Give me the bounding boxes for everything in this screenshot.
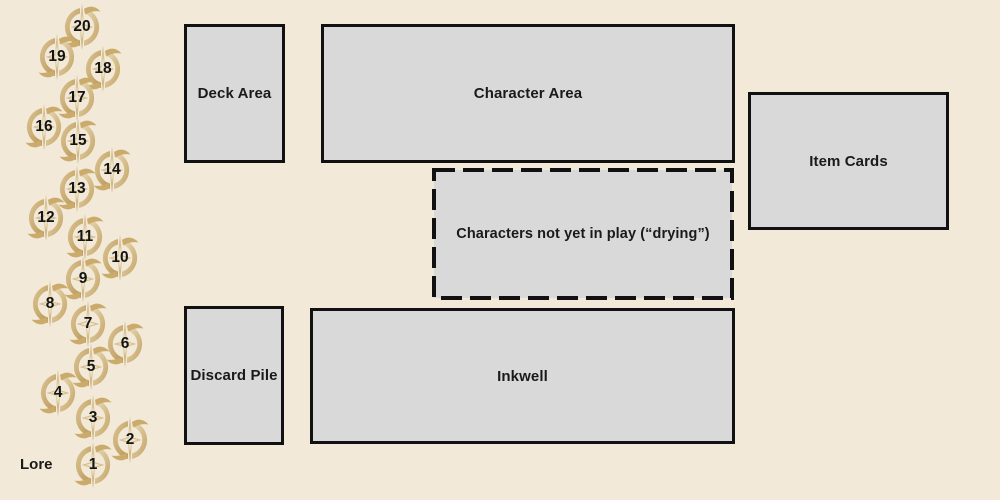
lore-token-5[interactable]: 5 [67,343,115,391]
lore-token-2[interactable]: 2 [106,416,154,464]
lore-token-19[interactable]: 19 [33,33,81,81]
character-area[interactable]: Character Area [321,24,735,163]
lore-token-17[interactable]: 17 [53,74,101,122]
lore-token-8[interactable]: 8 [26,280,74,328]
inkwell-area[interactable]: Inkwell [310,308,735,444]
lore-token-number: 7 [83,315,93,332]
lore-token-9[interactable]: 9 [59,255,107,303]
drying-area-label: Characters not yet in play (“drying”) [456,226,710,242]
lore-token-number: 11 [76,228,94,245]
lore-token-number: 18 [94,60,112,77]
lore-token-number: 8 [45,295,55,312]
lore-token-13[interactable]: 13 [53,165,101,213]
lore-token-18[interactable]: 18 [79,45,127,93]
lore-token-number: 1 [88,456,98,473]
lore-token-16[interactable]: 16 [20,103,68,151]
discard-pile-area[interactable]: Discard Pile [184,306,284,445]
lore-token-20[interactable]: 20 [58,3,106,51]
inkwell-area-label: Inkwell [497,367,548,385]
lore-label: Lore [20,456,53,473]
lore-token-number: 9 [78,270,88,287]
lore-token-7[interactable]: 7 [64,300,112,348]
lore-token-number: 15 [69,132,87,149]
deck-area-label: Deck Area [197,85,272,102]
lore-token-number: 14 [103,161,121,178]
lore-token-number: 13 [68,180,86,197]
discard-pile-area-label: Discard Pile [190,367,278,384]
lore-token-11[interactable]: 11 [61,213,109,261]
lore-token-14[interactable]: 14 [88,146,136,194]
lore-token-3[interactable]: 3 [69,394,117,442]
deck-area[interactable]: Deck Area [184,24,285,163]
lore-token-12[interactable]: 12 [22,194,70,242]
lore-token-number: 5 [86,358,96,375]
lore-token-15[interactable]: 15 [54,117,102,165]
dashed-border [432,168,734,300]
lore-token-number: 3 [88,409,98,426]
lore-token-number: 12 [37,209,55,226]
lore-token-number: 17 [68,89,86,106]
drying-area[interactable]: Characters not yet in play (“drying”) [432,168,734,300]
item-cards-area[interactable]: Item Cards [748,92,949,230]
lore-token-10[interactable]: 10 [96,234,144,282]
lore-token-number: 10 [111,249,129,266]
lore-token-number: 19 [48,48,66,65]
lore-token-1[interactable]: 1 [69,441,117,489]
lore-token-number: 2 [125,431,135,448]
lore-token-number: 6 [120,335,130,352]
lore-token-number: 4 [53,384,63,401]
lore-token-number: 16 [35,118,53,135]
lore-token-4[interactable]: 4 [34,369,82,417]
lore-token-number: 20 [73,18,91,35]
item-cards-area-label: Item Cards [809,152,888,170]
character-area-label: Character Area [473,85,583,102]
lore-token-6[interactable]: 6 [101,320,149,368]
